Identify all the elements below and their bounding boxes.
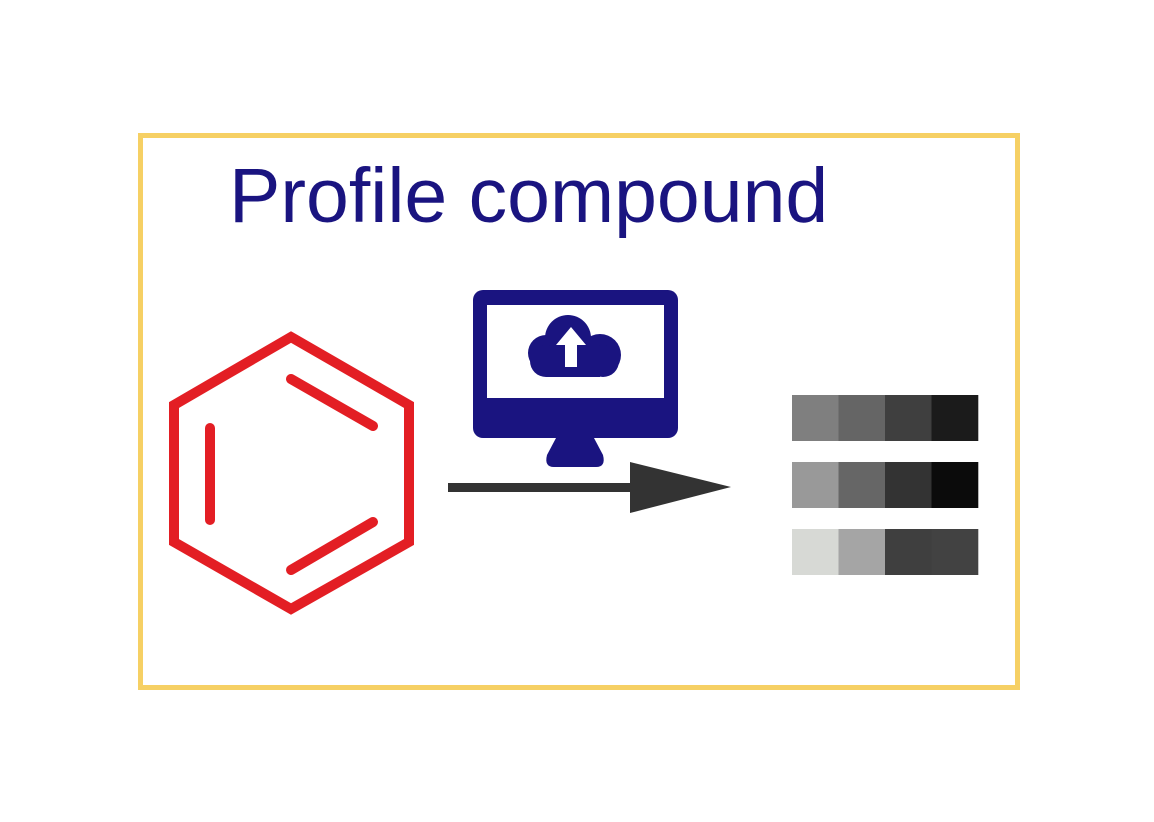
profile-cell [885, 395, 932, 441]
arrow-shaft [448, 483, 648, 492]
profile-cell [792, 462, 839, 508]
profile-cell [931, 529, 979, 575]
monitor-stand [546, 438, 604, 467]
profile-cell [838, 529, 886, 575]
profile-cell [931, 395, 979, 441]
profile-cell [885, 529, 932, 575]
benzene-double-bond-top [286, 374, 378, 431]
benzene-ring-outline [169, 331, 414, 615]
diagram-frame [138, 133, 1020, 690]
diagram-title: Profile compound [229, 153, 829, 239]
profile-cell [792, 529, 839, 575]
profile-cell [931, 462, 979, 508]
upload-arrow-icon [556, 327, 586, 367]
arrow-head [630, 462, 731, 513]
profile-cell [885, 462, 932, 508]
profile-cell [838, 462, 886, 508]
profile-cell [792, 395, 839, 441]
benzene-ring-icon [169, 331, 414, 615]
arrow-right-icon [448, 462, 731, 513]
grayscale-profile-grid-icon [792, 395, 979, 575]
profile-cell [838, 395, 886, 441]
benzene-double-bond-bottom [286, 517, 378, 575]
computer-cloud-upload-icon [473, 290, 678, 467]
